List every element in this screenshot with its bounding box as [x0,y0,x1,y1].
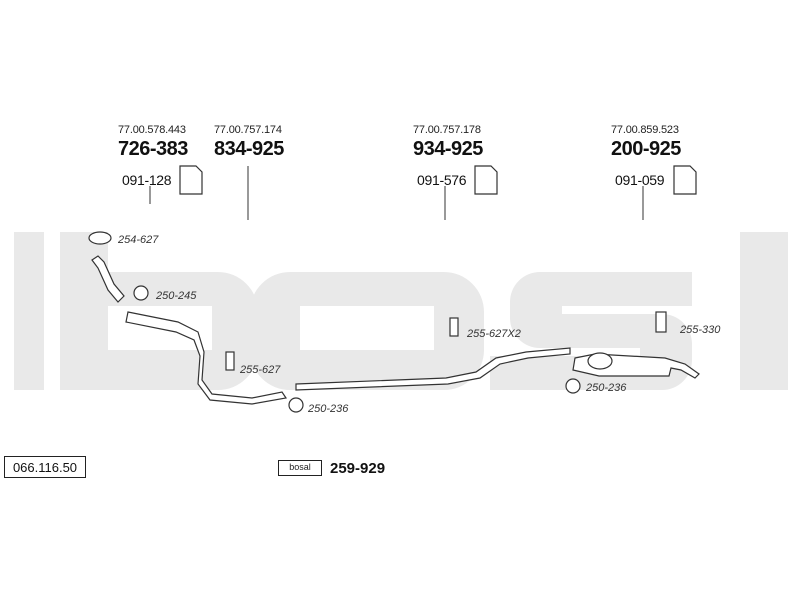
clamp-icon [133,285,149,301]
clamp-icon [288,397,304,413]
label-hanger-middle: 255-627X2 [467,328,521,340]
part-number-4: 200-925 [611,138,681,160]
oe-ref-2: 77.00.757.174 [214,124,282,136]
bosal-watermark [14,232,788,390]
mount-icons [179,165,697,195]
callout-lines [149,166,644,220]
mount-number-1: 091-128 [122,172,172,188]
clamp-icon [565,378,581,394]
label-clamp-1: 250-245 [156,290,197,302]
label-hanger-rear: 255-330 [680,324,721,336]
hanger-icon [225,351,235,371]
part-number-2: 834-925 [214,138,284,160]
label-clamp-2: 250-236 [308,403,349,415]
mount-icon [673,165,697,195]
gasket-icon [88,231,112,245]
part-number-1: 726-383 [118,138,188,160]
label-hanger-1: 255-627 [240,364,281,376]
fitting-icons [88,231,667,413]
mount-icon [179,165,203,195]
label-clamp-rear: 250-236 [586,382,627,394]
hanger-icon [655,311,667,333]
rear-silencer [572,352,700,379]
oe-ref-3: 77.00.757.178 [413,124,481,136]
catalog-number: 066.116.50 [4,456,86,478]
middle-pipe [295,347,571,391]
hanger-icon [449,317,459,337]
front-pipe [91,255,288,405]
mount-icon [474,165,498,195]
oe-ref-4: 77.00.859.523 [611,124,679,136]
label-gasket-front: 254-627 [118,234,159,246]
bosal-badge: bosal [278,460,322,476]
part-number-3: 934-925 [413,138,483,160]
oe-ref-1: 77.00.578.443 [118,124,186,136]
mount-number-3: 091-576 [417,172,467,188]
kit-code: 259-929 [330,460,386,477]
mount-number-4: 091-059 [615,172,665,188]
